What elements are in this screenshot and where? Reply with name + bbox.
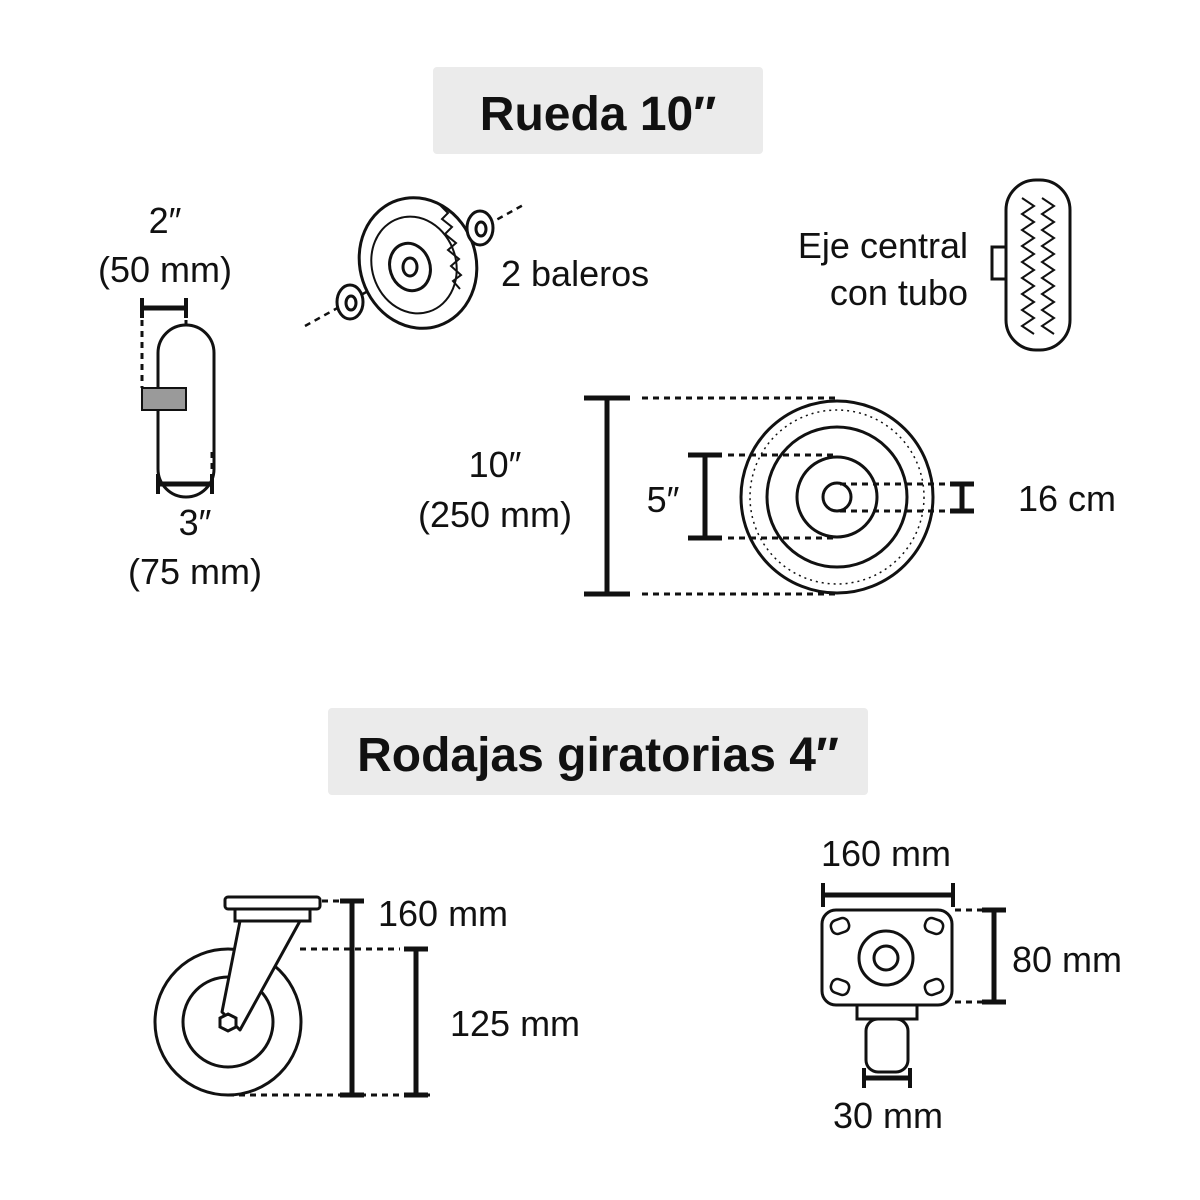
caster-plate: [223, 895, 322, 911]
wheel-bore-front: [821, 481, 853, 513]
bearings-label: 2 baleros: [501, 253, 649, 294]
caster-wheel-height-label: 125 mm: [450, 1003, 580, 1044]
plate-width-label: 160 mm: [821, 833, 951, 874]
caster-top: 160 mm 80 mm 30 mm: [820, 833, 1122, 1136]
axle-view: Eje central con tubo: [798, 178, 1072, 352]
wheel-tread: [439, 204, 463, 290]
outer-diameter-inch: 10″: [469, 444, 522, 485]
plate-hole-tr: [923, 916, 945, 936]
plate-hole-bl: [829, 977, 851, 997]
wheel-front: 10″ (250 mm) 5″ 16 cm: [418, 395, 1116, 597]
hub-diameter-label: 5″: [647, 479, 680, 520]
caster-side: 160 mm 125 mm: [153, 893, 580, 1098]
title-casters: Rodajas giratorias 4″: [328, 708, 868, 795]
rim-width-mm: (75 mm): [128, 551, 262, 592]
outer-diameter-mm: (250 mm): [418, 494, 572, 535]
tire-width-mm: (50 mm): [98, 249, 232, 290]
caster-axle-nut: [218, 1012, 238, 1033]
title-wheel-text: Rueda 10″: [480, 88, 716, 141]
rim-width-inch: 3″: [179, 502, 212, 543]
tire-profile: 2″ (50 mm) 3″ (75 mm): [98, 200, 262, 592]
axle-label-line2: con tubo: [830, 272, 968, 313]
bearing-right-core: [474, 220, 488, 238]
tire-width-inch: 2″: [149, 200, 182, 241]
plate-depth-label: 80 mm: [1012, 939, 1122, 980]
plate-swivel-center: [872, 944, 900, 972]
caster-swivel: [233, 907, 312, 923]
axle-label-line1: Eje central: [798, 225, 968, 266]
plate-hole-tl: [829, 916, 851, 936]
top-fork: [855, 1003, 919, 1021]
bearing-left-core: [344, 294, 358, 312]
axle-tread-left: [1020, 197, 1036, 335]
tire-band: [141, 387, 187, 411]
axle-tread-right: [1040, 197, 1056, 335]
plate-hole-br: [923, 977, 945, 997]
wheel-width-label: 30 mm: [833, 1095, 943, 1136]
title-casters-bg: [328, 708, 868, 795]
bore-label: 16 cm: [1018, 478, 1116, 519]
top-wheel: [864, 1017, 910, 1074]
title-wheel-bg: [433, 67, 763, 154]
title-casters-text: Rodajas giratorias 4″: [357, 729, 839, 782]
wheel-tread-ring: [749, 409, 925, 585]
caster-fork: [220, 919, 302, 1032]
wheel-exploded: 2 baleros: [304, 196, 649, 330]
wheel-bore: [401, 256, 419, 278]
axle-tire-side: [1004, 178, 1072, 352]
caster-side-height-label: 160 mm: [378, 893, 508, 934]
title-wheel: Rueda 10″: [433, 67, 763, 154]
